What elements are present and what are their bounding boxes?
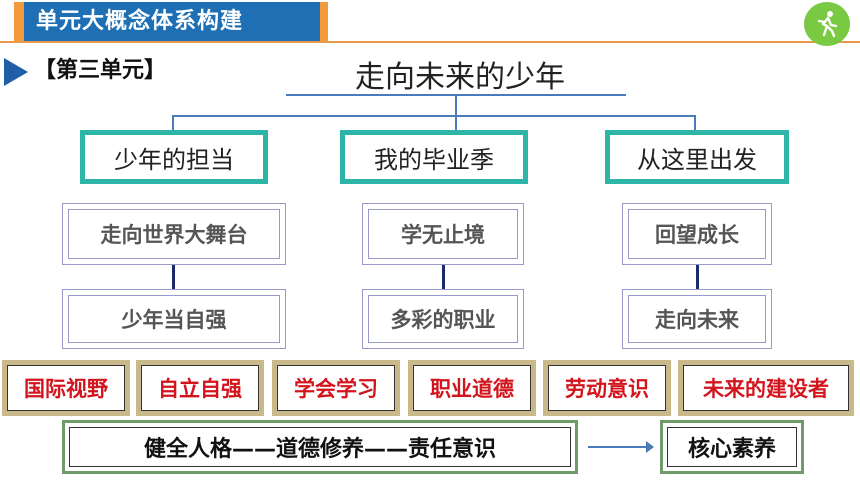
- running-person-button[interactable]: [804, 2, 850, 46]
- sub-box-1-2: 少年当自强: [62, 289, 286, 349]
- header-title: 单元大概念体系构建: [24, 2, 320, 42]
- header-divider: [0, 41, 860, 43]
- branch-box-3: 从这里出发: [605, 130, 789, 184]
- running-person-icon: [817, 11, 838, 38]
- unit-label: 【第三单元】: [34, 58, 167, 83]
- sub-label-2-1: 学无止境: [368, 209, 518, 259]
- connector-horizontal: [172, 115, 696, 117]
- footer-result-label: 核心素养: [667, 427, 797, 467]
- sub-connector-3: [696, 265, 699, 289]
- right-arrow-icon: [588, 441, 654, 453]
- tag-label: 职业道德: [413, 365, 531, 411]
- triangle-arrow-icon: [4, 58, 28, 86]
- tag-label: 未来的建设者: [683, 365, 849, 411]
- sub-label-2-2: 多彩的职业: [368, 295, 518, 343]
- tag-box-3: 学会学习: [272, 360, 400, 416]
- sub-label-3-1: 回望成长: [628, 209, 766, 259]
- footer-chain-box: 健全人格——道德修养——责任意识: [62, 420, 578, 474]
- branch-label-3: 从这里出发: [637, 145, 757, 174]
- tag-label: 劳动意识: [548, 365, 666, 411]
- branch-box-1: 少年的担当: [80, 130, 268, 184]
- sub-connector-1: [172, 265, 175, 289]
- sub-box-2-1: 学无止境: [362, 203, 524, 265]
- branch-label-1: 少年的担当: [114, 145, 234, 174]
- tag-label: 学会学习: [277, 365, 395, 411]
- tag-box-6: 未来的建设者: [678, 360, 854, 416]
- branch-label-2: 我的毕业季: [374, 145, 494, 174]
- connector-middle: [455, 115, 457, 131]
- sub-label-1-2: 少年当自强: [68, 295, 280, 343]
- title-underline: [286, 94, 626, 96]
- tag-box-1: 国际视野: [2, 360, 130, 416]
- connector-left: [172, 115, 174, 131]
- branch-box-2: 我的毕业季: [340, 130, 528, 184]
- sub-box-1-1: 走向世界大舞台: [62, 203, 286, 265]
- footer-chain-label: 健全人格——道德修养——责任意识: [69, 427, 571, 467]
- tag-box-4: 职业道德: [408, 360, 536, 416]
- sub-label-3-2: 走向未来: [628, 295, 766, 343]
- tag-box-2: 自立自强: [136, 360, 264, 416]
- main-title: 走向未来的少年: [355, 60, 565, 95]
- footer-result-box: 核心素养: [660, 420, 804, 474]
- connector-right: [694, 115, 696, 131]
- tag-label: 自立自强: [141, 365, 259, 411]
- sub-connector-2: [442, 265, 445, 289]
- sub-label-1-1: 走向世界大舞台: [68, 209, 280, 259]
- tag-label: 国际视野: [7, 365, 125, 411]
- sub-box-2-2: 多彩的职业: [362, 289, 524, 349]
- tag-box-5: 劳动意识: [543, 360, 671, 416]
- connector-root: [455, 96, 457, 116]
- sub-box-3-2: 走向未来: [622, 289, 772, 349]
- sub-box-3-1: 回望成长: [622, 203, 772, 265]
